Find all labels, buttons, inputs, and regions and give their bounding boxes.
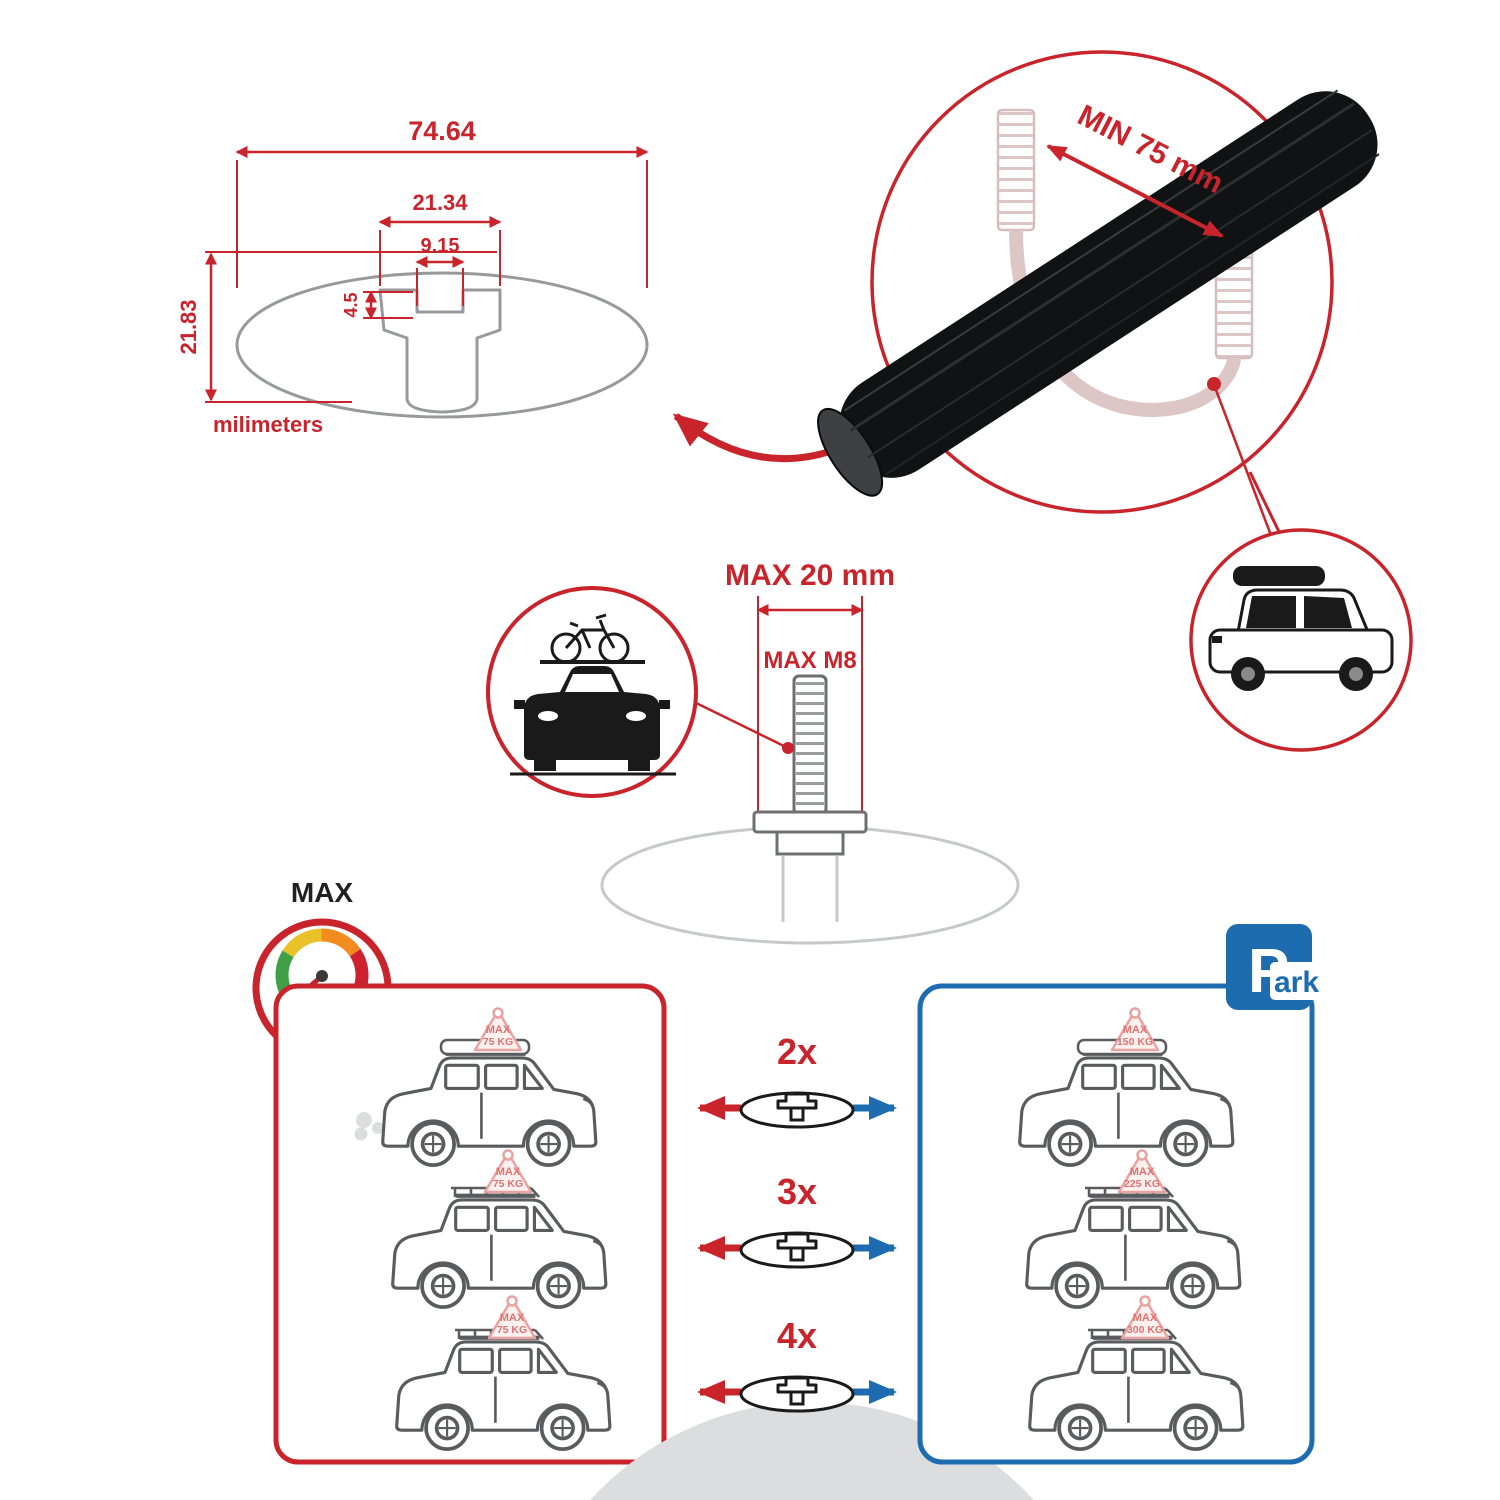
badge-weight-label: 300 KG: [1127, 1324, 1163, 1336]
badge-weight-label: 75 KG: [483, 1036, 513, 1048]
dimension-total-width-label: 74.64: [408, 116, 476, 146]
roofbox-car-circle: [1189, 528, 1413, 752]
badge-max-label: MAX: [500, 1312, 525, 1324]
badge-weight-label: 75 KG: [497, 1324, 527, 1336]
dimension-total-height-label: 21.83: [176, 299, 201, 354]
car-front-illustration: [510, 660, 676, 776]
circle-connector-line: [1248, 471, 1285, 541]
t-bolt-illustration: [752, 674, 868, 856]
crossbar-profile-icon: [739, 1375, 855, 1413]
multiplier-label: 2x: [777, 1031, 817, 1072]
dimension-lip-height-label: 4.5: [341, 292, 361, 317]
crossbar-profile-icon: [739, 1231, 855, 1269]
profile-dimension-drawing: 74.64 21.34 9.15 4.5 21.83: [176, 116, 649, 437]
bolt-callout-line: [689, 698, 789, 750]
badge-max-label: MAX: [486, 1024, 511, 1036]
load-badge-park-3: MAX 300 KG: [1120, 1295, 1170, 1340]
load-badge-park-1: MAX 150 KG: [1110, 1007, 1160, 1052]
badge-max-label: MAX: [1133, 1312, 1158, 1324]
badge-weight-label: 225 KG: [1124, 1178, 1160, 1190]
crossbar-cross-section: [235, 271, 649, 419]
callout-line: [1214, 389, 1274, 539]
crossbar-render-circle: MIN 75 mm: [817, 50, 1380, 541]
speedometer-hub: [316, 970, 328, 982]
crossbar-profile-icon: [739, 1091, 855, 1129]
dimension-outer-slot-width: 21.34: [378, 190, 502, 286]
roofbox-car-illustration: [1208, 566, 1394, 691]
dimension-lip-height: 4.5: [341, 290, 413, 320]
multiplier-row-2: 3x: [697, 1171, 897, 1269]
bike-car-circle: [486, 586, 698, 798]
fixing-point-dot: [1207, 377, 1221, 391]
dimension-total-height: 21.83: [176, 251, 497, 403]
bolt-diagram: MAX 20 mm MAX M8: [600, 559, 1020, 945]
dimension-outer-slot-width-label: 21.34: [412, 190, 468, 215]
multiplier-label: 4x: [777, 1315, 817, 1356]
load-badge-drive-2: MAX 75 KG: [483, 1149, 533, 1194]
badge-weight-label: 150 KG: [1117, 1036, 1153, 1048]
dimension-total-width: 74.64: [235, 116, 649, 288]
thread-size-label: MAX M8: [763, 647, 856, 674]
multiplier-row-3: 4x: [697, 1315, 897, 1413]
load-badge-drive-1: MAX 75 KG: [473, 1007, 523, 1052]
badge-max-label: MAX: [496, 1166, 521, 1178]
load-badge-drive-3: MAX 75 KG: [487, 1295, 537, 1340]
load-badge-park-2: MAX 225 KG: [1117, 1149, 1167, 1194]
units-label: milimeters: [213, 412, 323, 437]
park-sign: P ark: [1226, 924, 1322, 1010]
dimension-inner-slot-width-label: 9.15: [421, 235, 460, 257]
speed-max-label: MAX: [291, 877, 354, 908]
bolt-callout-dot: [782, 742, 794, 754]
crossbar-render: [817, 89, 1380, 497]
badge-max-label: MAX: [1123, 1024, 1148, 1036]
badge-weight-label: 75 KG: [493, 1178, 523, 1190]
multiplier-label: 3x: [777, 1171, 817, 1212]
max-width-label: MAX 20 mm: [725, 559, 895, 592]
badge-max-label: MAX: [1130, 1166, 1155, 1178]
park-sign-ark: ark: [1274, 966, 1319, 999]
detail-callout-arrow-icon: [672, 413, 842, 463]
multiplier-row-1: 2x: [697, 1031, 897, 1129]
dimension-inner-slot-width: 9.15: [415, 235, 465, 306]
